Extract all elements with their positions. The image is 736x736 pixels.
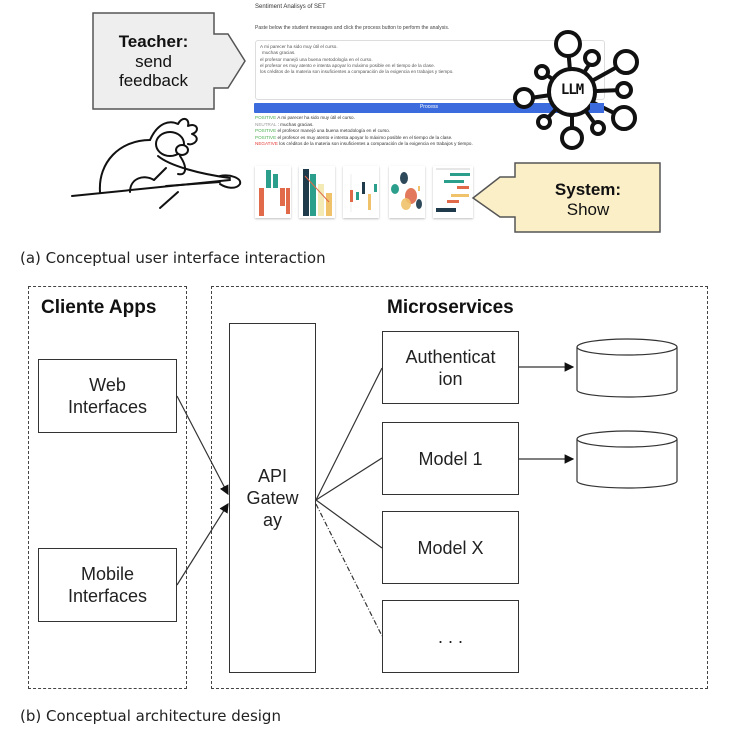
database-auth-icon <box>576 338 678 398</box>
sentiment-label: POSITIVE <box>255 115 277 120</box>
model-x-service-box[interactable]: Model X <box>382 511 519 584</box>
llm-label: LLM <box>560 82 584 98</box>
authentication-service-box[interactable]: Authenticat ion <box>382 331 519 404</box>
teacher-callout: Teacher: send feedback <box>93 13 214 109</box>
gateway-to-model1-link <box>315 457 383 501</box>
web-interfaces-line2: Interfaces <box>67 397 148 417</box>
process-button-edge <box>590 103 604 113</box>
gateway-to-modelx-link <box>315 499 383 549</box>
teacher-callout-line2: feedback <box>119 71 188 90</box>
input-line: los créditos de la materia son insuficie… <box>260 69 454 75</box>
result-row: NEUTRAL : muchas gracias. <box>255 122 473 129</box>
app-title: Sentiment Analisys of SET <box>255 4 326 10</box>
microservices-container <box>211 286 708 689</box>
teacher-callout-title: Teacher: <box>118 32 189 51</box>
caption-a: (a) Conceptual user interface interactio… <box>20 249 326 267</box>
mobile-interfaces-line1: Mobile <box>80 564 135 584</box>
mobile-interfaces-line2: Interfaces <box>67 586 148 606</box>
more-services-label: . . . <box>437 626 463 647</box>
sentiment-label: NEUTRAL <box>255 121 277 127</box>
web-interfaces-box[interactable]: Web Interfaces <box>38 359 177 433</box>
results-list: POSITIVE A mi parecer ha sido muy útil e… <box>255 115 473 148</box>
client-apps-container <box>28 286 187 689</box>
api-gateway-box[interactable]: API Gatew ay <box>229 323 316 673</box>
system-callout-line1: Show <box>566 199 610 219</box>
result-text: A mi parecer ha sido muy útil el curso. <box>277 115 355 120</box>
sentiment-label: POSITIVE <box>255 128 277 134</box>
microservices-title: Microservices <box>387 297 514 318</box>
caption-b: (b) Conceptual architecture design <box>20 707 281 725</box>
web-to-gateway-arrow <box>176 395 229 496</box>
api-gateway-line1: API <box>257 466 287 486</box>
more-services-box[interactable]: . . . <box>382 600 519 673</box>
model-1-label: Model 1 <box>418 448 483 469</box>
system-callout: System: Show <box>516 163 660 235</box>
sentiment-label: POSITIVE <box>255 134 277 140</box>
result-row: POSITIVE el profesor manejó una buena me… <box>255 128 473 135</box>
gateway-to-auth-link <box>315 367 383 501</box>
result-text: : muchas gracias. <box>277 121 314 127</box>
result-row: POSITIVE el profesor es muy atento e int… <box>255 135 473 142</box>
input-line: muchas gracias. <box>262 50 296 56</box>
database-model1-icon <box>576 430 678 489</box>
system-callout-shape <box>471 162 661 233</box>
gateway-to-more-link <box>315 503 383 637</box>
result-text: el profesor es muy atento e intenta apoy… <box>277 134 453 140</box>
system-callout-title: System: <box>554 179 622 199</box>
api-gateway-line2: Gatew <box>246 488 299 508</box>
client-apps-title: Cliente Apps <box>41 297 157 318</box>
model-1-service-box[interactable]: Model 1 <box>382 422 519 495</box>
result-row: NEGATIVE los créditos de la materia son … <box>255 141 473 148</box>
writing-person-illustration <box>71 118 242 209</box>
bar-trend-chart-thumbnail <box>299 166 335 218</box>
input-line: el profesor manejó una buena metodología… <box>260 56 373 62</box>
mobile-interfaces-box[interactable]: Mobile Interfaces <box>38 548 177 622</box>
gantt-chart-thumbnail <box>433 166 473 218</box>
teacher-callout-shape <box>92 12 246 110</box>
api-gateway-line3: ay <box>262 510 282 530</box>
teacher-callout-line1: send <box>135 52 172 71</box>
result-row: POSITIVE A mi parecer ha sido muy útil e… <box>255 115 473 122</box>
result-text: los créditos de la materia son insuficie… <box>279 141 473 147</box>
mobile-to-gateway-arrow <box>176 502 229 586</box>
app-instructions: Paste below the student messages and cli… <box>255 25 450 31</box>
bubble-chart-thumbnail <box>389 166 425 218</box>
sentiment-label: NEGATIVE <box>255 141 278 147</box>
web-interfaces-line1: Web <box>89 375 126 395</box>
input-line: el profesor es muy atento e intenta apoy… <box>260 62 435 68</box>
result-text: el profesor manejó una buena metodología… <box>277 128 391 134</box>
process-button[interactable]: Process <box>254 103 604 113</box>
candlestick-chart-thumbnail <box>343 166 379 218</box>
authentication-line1: Authenticat <box>405 346 496 367</box>
input-line: A mi parecer ha sido muy útil el curso. <box>260 44 338 49</box>
waterfall-chart-thumbnail <box>255 166 291 218</box>
model-x-label: Model X <box>417 537 484 558</box>
authentication-line2: ion <box>438 368 463 389</box>
